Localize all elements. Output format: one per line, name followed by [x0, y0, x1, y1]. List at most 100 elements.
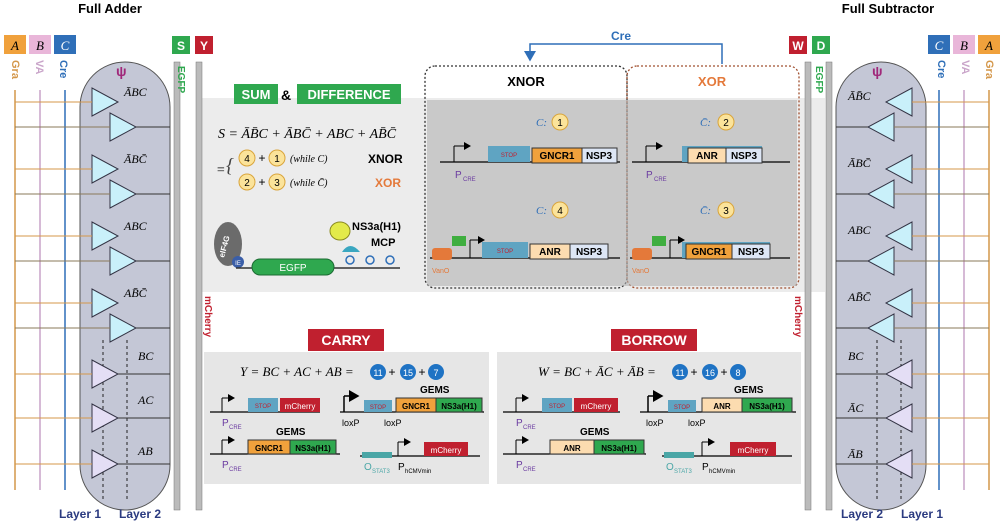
carry-gems-1: GEMS	[420, 385, 450, 396]
subtractor-row-1	[836, 87, 989, 142]
svg-text:P: P	[516, 418, 523, 429]
xor-title: XOR	[698, 74, 727, 89]
adder-term-4: AB̄C̄	[123, 286, 148, 300]
gate3-num: 3	[723, 206, 729, 217]
gate4-cond: C:	[536, 205, 547, 217]
gate4-stop: STOP	[497, 249, 513, 255]
title-full-subtractor: Full Subtractor	[842, 1, 934, 16]
borrow-gene-2: ANR	[563, 444, 581, 453]
svg-text:+: +	[418, 365, 425, 379]
gate2-num: 2	[723, 118, 729, 129]
carry-gems-2: GEMS	[276, 427, 306, 438]
svg-text:P: P	[222, 418, 229, 429]
carry-equation: Y = BC + AC + AB =	[240, 364, 354, 379]
ns3a-label: NS3a(H1)	[352, 221, 401, 233]
brace: {	[226, 155, 234, 177]
gate4-tag: NSP3	[576, 247, 603, 258]
gate4-num: 4	[557, 206, 563, 217]
subtractor-row-3	[836, 221, 989, 276]
borrow-pmin: P	[702, 462, 709, 473]
cre-label-right: Cre	[935, 60, 947, 78]
input-c-label: C	[61, 38, 70, 53]
gate1-gene: GNCR1	[539, 151, 574, 162]
mcherry-label-right: mCherry	[792, 296, 803, 338]
output-s-label: S	[177, 39, 185, 53]
borrow-label: BORROW	[621, 332, 687, 348]
svg-text:+: +	[388, 365, 395, 379]
xor-cond: (while C̄)	[290, 177, 328, 189]
adder-row-4	[15, 288, 170, 343]
borrow-constructs: STOP mCherry P CRE STOP ANR NS3a(H1) GEM…	[503, 385, 796, 475]
xor-n1: 2	[244, 178, 250, 189]
adder-gates	[15, 87, 170, 479]
svg-text:+: +	[690, 365, 697, 379]
output-w-box	[789, 36, 807, 54]
adder-inputs: A B C	[4, 35, 76, 54]
difference-badge	[297, 84, 401, 104]
carry-pmin: P	[398, 462, 405, 473]
borrow-ostat-sub: STAT3	[674, 469, 692, 475]
svg-text:STOP: STOP	[370, 405, 386, 411]
xor-gate-label: XOR	[375, 176, 401, 190]
subtractor-gates	[836, 87, 989, 479]
va-label-left: VA	[33, 60, 45, 75]
adder-row-5	[15, 359, 170, 389]
adder-term-2: ĀBC̄	[123, 152, 148, 166]
svg-text:STOP: STOP	[674, 405, 690, 411]
receptor-icon-right: ψ	[872, 63, 883, 79]
svg-text:CRE: CRE	[229, 425, 242, 431]
subtractor-term-4: AB̄C̄	[847, 290, 872, 304]
layer1-label-right: Layer 1	[901, 507, 943, 521]
gate4-gene: ANR	[539, 247, 561, 258]
input-b-label: B	[36, 38, 44, 53]
gate1-num: 1	[557, 118, 563, 129]
equals: =	[216, 163, 225, 178]
xnor-box	[424, 65, 628, 289]
carry-pmin-sub: hCMVmin	[405, 469, 431, 475]
borrow-badge	[611, 329, 697, 351]
svg-text:CRE: CRE	[229, 467, 242, 473]
output-s-box	[172, 36, 190, 54]
xnor-n1: 4	[244, 154, 250, 165]
gate-2-construct: C̄: 2 ANR NSP3 P CRE	[632, 113, 790, 183]
carry-constructs: STOP mCherry P CRE STOP GNCR1 NS3a(H1) G…	[210, 385, 484, 475]
carry-gene-1: GNCR1	[402, 402, 431, 411]
subtractor-row-5	[836, 359, 989, 389]
input-a-label-right: A	[984, 38, 993, 53]
borrow-ns3a-2: NS3a(H1)	[601, 444, 637, 453]
carry-label: CARRY	[321, 332, 371, 348]
gate1-promoter-sub: CRE	[463, 177, 476, 183]
cre-label-left: Cre	[57, 60, 69, 78]
carry-loxp-1: loxP	[342, 418, 360, 428]
gate3-gene: GNCR1	[691, 247, 726, 258]
svg-text:P: P	[516, 460, 523, 471]
borrow-pmin-sub: hCMVmin	[709, 469, 735, 475]
gate2-promoter: P	[646, 170, 653, 181]
subtractor-inputs: C B A	[928, 35, 1000, 54]
xnor-gate-label: XNOR	[368, 152, 403, 166]
egfp-label-left: EGFP	[175, 66, 186, 94]
output-w-label: W	[792, 39, 804, 53]
gate-3-construct: C̄: 3 GNCR1 NSP3 VanO	[630, 201, 790, 275]
borrow-gems-1: GEMS	[734, 385, 764, 396]
and-label: &	[281, 87, 291, 103]
borrow-n3: 8	[735, 368, 740, 378]
subtractor-term-2: ĀBC̄	[847, 156, 872, 170]
egfp-gene-label: EGFP	[279, 263, 307, 274]
svg-text:+: +	[720, 365, 727, 379]
gra-label-left: Gra	[9, 60, 21, 80]
input-b-label-right: B	[960, 38, 968, 53]
cre-arrow-label: Cre	[611, 29, 631, 43]
gate-1-construct: C: 1 STOP GNCR1 NSP3 P CRE	[440, 113, 620, 183]
xnor-cond: (while C)	[290, 154, 328, 165]
xor-plus: +	[258, 175, 265, 189]
xor-n2: 3	[274, 178, 280, 189]
subtractor-row-4	[836, 288, 989, 343]
gate3-tag: NSP3	[738, 247, 765, 258]
borrow-gems-2: GEMS	[580, 427, 610, 438]
receptor-icon-left: ψ	[116, 63, 127, 79]
gate2-promoter-sub: CRE	[654, 177, 667, 183]
gate1-promoter: P	[455, 170, 462, 181]
adder-row-1	[15, 87, 170, 142]
